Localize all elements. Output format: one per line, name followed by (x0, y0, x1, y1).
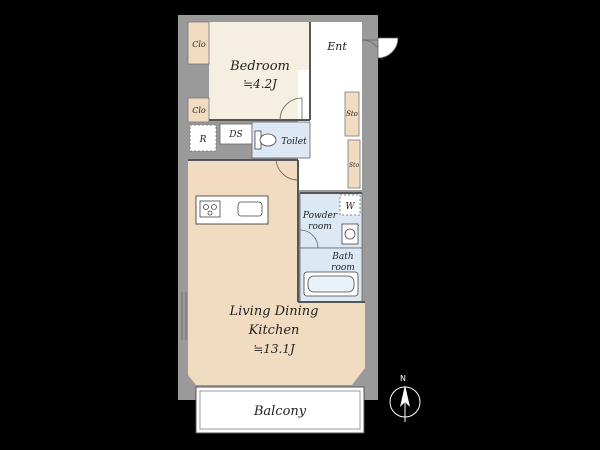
refrigerator-label: R (199, 135, 207, 145)
sink-icon (237, 201, 263, 217)
closet-lower (187, 97, 210, 123)
closet-upper-label: Clo (192, 40, 206, 49)
ldk-area: ≒13.1J (253, 342, 296, 356)
balcony-label: Balcony (253, 404, 307, 419)
ldk-label-line2: Kitchen (248, 323, 300, 338)
bath-room-label-line2: room (331, 263, 355, 273)
entrance-door (377, 37, 399, 59)
entrance-floor (310, 22, 362, 70)
storage-lower (347, 139, 361, 189)
closet-lower-label: Clo (192, 106, 206, 115)
bath-room-label-line1: Bath (331, 252, 353, 262)
balcony-area (195, 386, 365, 434)
toilet-label: Toilet (281, 137, 307, 147)
storage-lower-label: Sto (349, 162, 360, 169)
refrigerator-space (189, 124, 217, 152)
powder-room-label-line1: Powder (302, 211, 338, 221)
bedroom-area: ≒4.2J (243, 77, 278, 91)
stove-icon (199, 200, 221, 218)
left-window (181, 292, 187, 340)
ds-label: DS (228, 130, 242, 140)
interior-walls (188, 22, 365, 303)
washer-space (339, 194, 361, 216)
entrance-label: Ent (326, 40, 347, 53)
bedroom-floor (209, 22, 310, 120)
washbasin-icon (341, 223, 359, 245)
washer-label: W (345, 202, 355, 212)
storage-upper-label: Sto (346, 110, 358, 118)
balcony-rail (199, 390, 361, 430)
closet-upper (187, 21, 210, 65)
door-swings (275, 39, 383, 249)
compass-north-label: N (400, 374, 406, 383)
compass-icon (389, 385, 421, 422)
storage-upper (344, 91, 360, 137)
powder-room-label-line2: room (308, 222, 332, 232)
bedroom-label: Bedroom (229, 59, 290, 74)
toilet-icon (254, 130, 277, 150)
ldk-label-line1: Living Dining (229, 304, 319, 319)
bathtub-icon (303, 271, 359, 297)
